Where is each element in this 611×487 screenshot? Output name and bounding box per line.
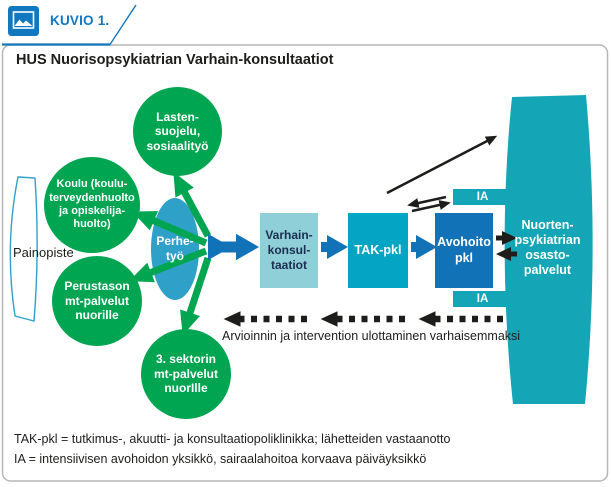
- dashed-arrow-caption: Arvioinnin ja intervention ulottaminen v…: [222, 329, 521, 343]
- arrow-perhetyo-koulu: [132, 211, 208, 247]
- arrow-perhetyo-sektori3: [180, 256, 212, 336]
- osasto-shape: [504, 95, 593, 404]
- kuvio-label: KUVIO 1.: [50, 13, 110, 28]
- footnote-tak: TAK-pkl = tutkimus-, akuutti- ja konsult…: [14, 432, 451, 446]
- node-koulu-shape: [44, 157, 140, 253]
- node-koulu-label: Koulu (koulu- terveydenhuolto ja opiskel…: [49, 178, 135, 231]
- node-avohoito-box: Avohoito pkl: [435, 213, 493, 288]
- ia-bar-top: IA: [453, 189, 512, 205]
- footnote-ia: IA = intensiivisen avohoidon yksikkö, sa…: [14, 452, 427, 466]
- node-lastensuojelu-shape: [133, 87, 222, 176]
- arrow-exchange-left: [407, 195, 447, 208]
- arrow-exchange-right: [411, 200, 451, 213]
- arrow-long-to-osasto: [386, 135, 498, 195]
- arrow-perhetyo-lastensuojelu: [173, 171, 212, 238]
- node-osasto-label: Nuorten- psykiatrian osasto- palvelut: [514, 217, 581, 278]
- node-perustaso-shape: [52, 256, 142, 346]
- node-sektori3-label: 3. sektorin mt-palvelut nuorIlle: [153, 352, 218, 396]
- painopiste-band: [9, 176, 38, 322]
- painopiste-label: Painopiste: [13, 245, 74, 260]
- node-sektori3-shape: [141, 329, 231, 419]
- node-perustaso-label: Perustason mt-palvelut nuorille: [64, 279, 130, 323]
- ia-bar-bottom: IA: [453, 291, 512, 307]
- figure-border: [1, 44, 609, 482]
- tab-diagonal: [109, 4, 137, 45]
- node-lastensuojelu-label: Lasten- suojelu, sosiaalityö: [146, 109, 209, 153]
- node-perhetyo-label: Perhe- työ: [156, 234, 194, 263]
- figure-image-icon: [8, 6, 39, 36]
- page-title: HUS Nuorisopsykiatrian Varhain-konsultaa…: [16, 52, 334, 68]
- node-tak-box: TAK-pkl: [348, 213, 408, 288]
- arrow-perhetyo-perustaso: [128, 247, 208, 283]
- node-varhain-box: Varhain- konsul- taatiot: [260, 213, 318, 288]
